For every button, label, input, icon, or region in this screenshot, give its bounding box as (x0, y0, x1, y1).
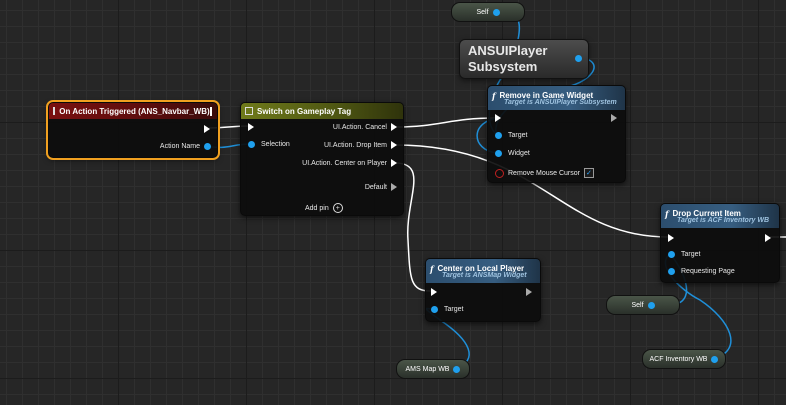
drop-item-target-pin[interactable]: Target (668, 251, 700, 258)
selection-label: Selection (261, 141, 290, 148)
drop-item-requesting-page-pin[interactable]: Requesting Page (668, 268, 735, 275)
event-node-header: On Action Triggered (ANS_Navbar_WB) (49, 103, 217, 119)
drop-target-label: Target (681, 251, 701, 258)
center-target-label: Target (444, 306, 464, 313)
drop-item-exec-out[interactable] (765, 234, 771, 242)
requesting-page-label: Requesting Page (681, 268, 735, 275)
switch-selection-pin[interactable]: Selection (248, 141, 290, 148)
remove-mouse-cursor-label: Remove Mouse Cursor (508, 169, 580, 177)
self-label: Self (476, 8, 489, 16)
subsystem-node[interactable]: ANSUIPlayer Subsystem (459, 39, 589, 79)
drop-item-exec-in[interactable] (668, 234, 674, 242)
self-output-pin[interactable] (492, 8, 500, 16)
remove-widget-widget-pin[interactable]: Widget (495, 150, 530, 157)
event-node[interactable]: On Action Triggered (ANS_Navbar_WB) Acti… (46, 100, 220, 160)
function-icon: f (492, 90, 496, 101)
ams-map-label: AMS Map WB (405, 365, 450, 373)
switch-output-center-player[interactable]: UI.Action. Center on Player (302, 159, 397, 167)
remove-widget-subtitle: Target is ANSUIPlayer Subsystem (504, 98, 617, 106)
switch-exec-in-pin[interactable] (248, 123, 254, 131)
self-output-pin-2[interactable] (647, 301, 655, 309)
add-pin-plus-icon: + (332, 203, 343, 213)
subsystem-output-pin[interactable] (575, 55, 582, 62)
function-icon: f (430, 263, 434, 274)
event-node-title: On Action Triggered (ANS_Navbar_WB) (59, 106, 210, 116)
remove-widget-target-pin[interactable]: Target (495, 132, 527, 139)
subsystem-title-line1: ANSUIPlayer (468, 43, 548, 58)
output-center-player-label: UI.Action. Center on Player (302, 159, 387, 167)
drop-item-title: Drop Current Item (672, 209, 741, 218)
drop-item-subtitle: Target is ACF Inventory WB (677, 216, 770, 224)
acf-inventory-variable-node[interactable]: ACF Inventory WB (642, 349, 726, 369)
center-player-exec-in[interactable] (431, 288, 437, 296)
exec-wire-cancel-remove (394, 117, 496, 128)
center-player-subtitle: Target is ANSMap Widget (442, 271, 527, 279)
center-player-title: Center on Local Player (437, 264, 525, 273)
self-variable-node[interactable]: Self (451, 2, 525, 22)
self-variable-node-2[interactable]: Self (606, 295, 680, 315)
remove-widget-exec-in[interactable] (495, 114, 501, 122)
center-player-exec-out[interactable] (526, 288, 532, 296)
exec-wire-drop-item (394, 144, 669, 238)
remove-mouse-cursor-pin[interactable]: Remove Mouse Cursor ✓ (495, 168, 594, 178)
remove-target-label: Target (508, 132, 528, 139)
output-default-label: Default (364, 183, 387, 191)
event-action-name-pin[interactable]: Action Name (160, 143, 211, 150)
subsystem-title-line2: Subsystem (468, 59, 538, 74)
output-cancel-label: UI.Action. Cancel (332, 123, 387, 131)
exec-wire-center-player (394, 162, 432, 292)
switch-node-title: Switch on Gameplay Tag (257, 106, 352, 116)
switch-node[interactable]: Switch on Gameplay Tag Selection UI.Acti… (240, 102, 404, 216)
event-exec-out-pin[interactable] (204, 125, 210, 133)
switch-output-drop-item[interactable]: UI.Action. Drop Item (324, 141, 397, 149)
remove-widget-exec-out[interactable] (611, 114, 617, 122)
switch-icon (245, 107, 253, 115)
function-icon: f (665, 208, 669, 219)
event-close-icon (209, 106, 212, 116)
ams-map-output-pin[interactable] (453, 365, 461, 373)
event-diamond-icon (53, 107, 56, 115)
remove-mouse-cursor-checkbox[interactable]: ✓ (583, 168, 594, 178)
acf-inventory-output-pin[interactable] (711, 355, 719, 363)
remove-widget-label: Widget (508, 150, 530, 157)
add-pin-button[interactable]: Add pin + (305, 203, 343, 213)
switch-node-header: Switch on Gameplay Tag (241, 103, 403, 119)
output-drop-item-label: UI.Action. Drop Item (323, 141, 387, 149)
add-pin-label: Add pin (305, 204, 329, 212)
action-name-label: Action Name (159, 143, 200, 150)
remove-widget-title: Remove in Game Widget (499, 91, 594, 100)
ams-map-variable-node[interactable]: AMS Map WB (396, 359, 470, 379)
switch-output-default[interactable]: Default (365, 183, 397, 191)
acf-inventory-label: ACF Inventory WB (649, 355, 708, 363)
self-label-2: Self (631, 301, 644, 309)
switch-output-cancel[interactable]: UI.Action. Cancel (333, 123, 397, 131)
center-player-target-pin[interactable]: Target (431, 306, 463, 313)
